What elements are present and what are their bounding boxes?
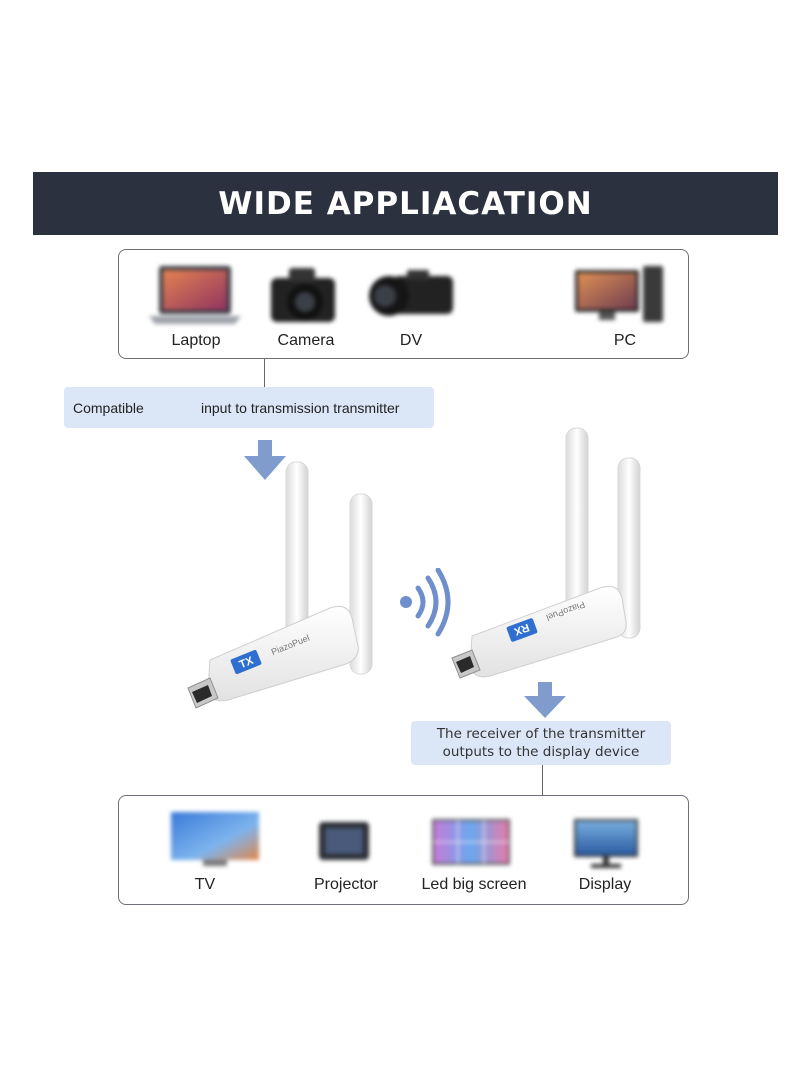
callout-output-line2: outputs to the display device — [442, 744, 640, 760]
source-label-pc: PC — [613, 332, 637, 349]
output-label-tv: TV — [194, 876, 216, 893]
connector-line — [264, 359, 265, 387]
source-label-camera: Camera — [277, 332, 335, 349]
source-label-laptop: Laptop — [171, 332, 221, 349]
input-callout: Compatible input to transmission transmi… — [64, 387, 434, 428]
camera-icon — [271, 268, 335, 322]
callout-output-line1: The receiver of the transmitter — [436, 726, 646, 742]
rx-badge: RX — [512, 621, 531, 638]
arrow-down-icon — [244, 440, 286, 480]
tx-transmitter-device: TX PiazoPuel — [187, 461, 373, 709]
output-label-led-screen: Led big screen — [421, 876, 527, 893]
source-label-dv: DV — [399, 332, 423, 349]
camcorder-icon — [369, 270, 453, 316]
led-screen-icon — [432, 819, 510, 865]
wireless-signal-icon — [400, 568, 451, 637]
page-title: WIDE APPLIACATION — [218, 185, 593, 222]
rx-receiver-device: RX PiazoPuel — [451, 427, 641, 679]
output-label-display: Display — [578, 876, 632, 893]
connector-line — [542, 765, 543, 795]
callout-compatible: Compatible — [73, 399, 144, 416]
output-label-projector: Projector — [313, 876, 379, 893]
arrow-down-icon — [524, 682, 566, 718]
laptop-icon — [149, 266, 241, 324]
source-devices-panel: Laptop Camera DV PC — [118, 249, 689, 359]
tx-badge: TX — [238, 654, 256, 671]
output-callout: The receiver of the transmitter outputs … — [411, 721, 671, 765]
output-devices-panel: TV Projector Led big screen Display — [118, 795, 689, 905]
callout-input-text: input to transmission transmitter — [201, 399, 400, 416]
desktop-pc-icon — [575, 266, 663, 322]
header-banner: WIDE APPLIACATION — [33, 172, 778, 235]
projector-icon — [319, 822, 369, 860]
tv-icon — [171, 812, 259, 866]
monitor-icon — [574, 819, 638, 868]
